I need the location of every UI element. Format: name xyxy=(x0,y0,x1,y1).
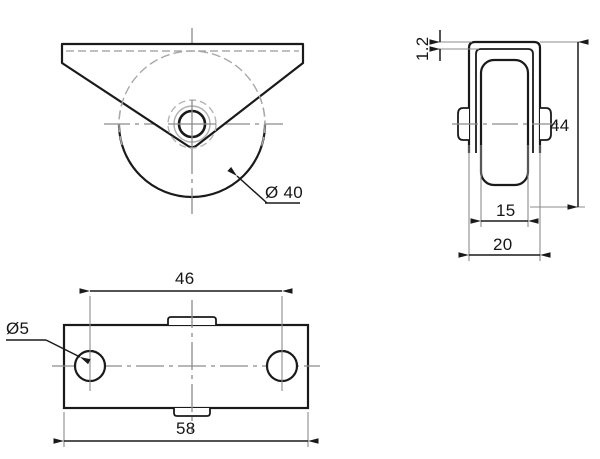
hole-spacing-label: 46 xyxy=(175,269,195,288)
overall-height-dimension: 44 xyxy=(530,39,589,210)
hole-diameter-label: Ø5 xyxy=(6,319,29,338)
side-view: 1.2 44 15 20 xyxy=(413,30,589,261)
hole-diameter-leader-line xyxy=(45,339,91,365)
bracket-width-label: 20 xyxy=(493,235,513,254)
front-view: Ø 40 xyxy=(60,28,305,215)
wheel-diameter-label: Ø 40 xyxy=(265,183,303,202)
wheel-hidden-arc-group xyxy=(118,50,266,146)
wheel-width-dimension: 15 xyxy=(470,145,539,227)
hole-spacing-dimension: 46 xyxy=(79,269,293,294)
wheel-diameter-dimension: Ø 40 xyxy=(227,166,303,204)
plate-thickness-dimension: 1.2 xyxy=(413,30,479,61)
wheel-body-side xyxy=(479,58,530,187)
bracket-width-dimension: 20 xyxy=(458,145,551,261)
plate-thickness-label: 1.2 xyxy=(413,36,432,61)
hole-diameter-dimension: Ø5 xyxy=(6,319,91,365)
bracket-inner-profile-side xyxy=(475,48,534,126)
bracket-outer-profile-side xyxy=(467,40,542,126)
wheel-hidden-arc xyxy=(118,50,266,146)
overall-height-label: 44 xyxy=(550,116,570,135)
wheel-diameter-leader-line xyxy=(227,166,268,204)
plate-length-label: 58 xyxy=(176,419,196,438)
wheel-width-label: 15 xyxy=(496,201,516,220)
plan-view: 46 58 Ø5 xyxy=(6,269,320,447)
plate-length-dimension: 58 xyxy=(53,412,319,447)
